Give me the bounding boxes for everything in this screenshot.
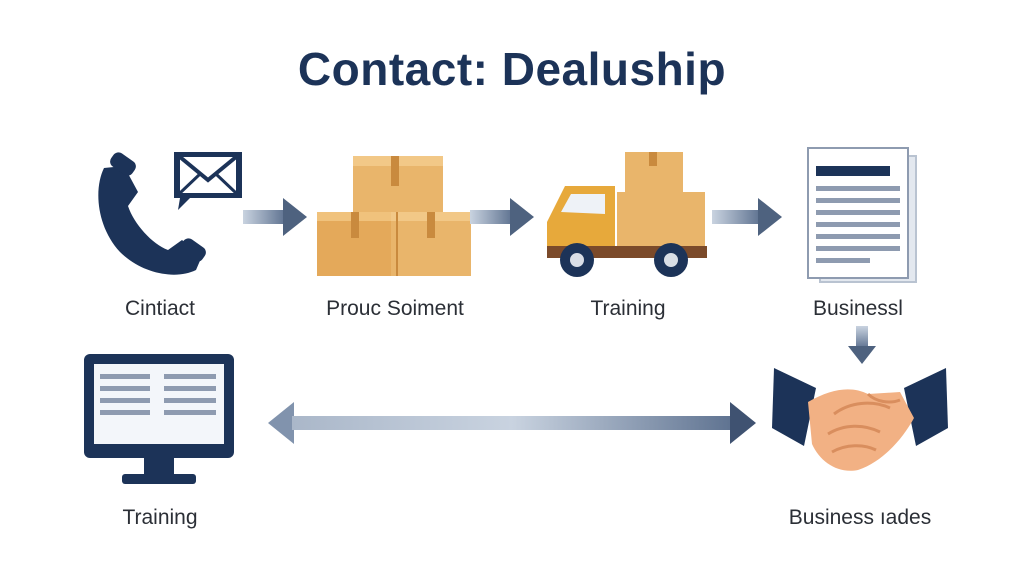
computer-node <box>82 350 236 490</box>
boxes-icon <box>317 156 471 276</box>
document-icon <box>807 147 917 283</box>
diagram-title: Contact: Dealuship <box>297 43 727 95</box>
flow-arrow-down <box>846 326 878 366</box>
business-label: Businessl <box>813 297 903 320</box>
flow-arrow <box>712 196 784 238</box>
bidirectional-arrow <box>268 400 758 446</box>
truck-node <box>543 150 713 280</box>
contact-label: Cintiact <box>124 297 196 320</box>
phone-icon <box>98 152 206 275</box>
shipment-label: Prouc Soiment <box>326 297 464 320</box>
truck-icon <box>547 152 707 277</box>
handshake-icon <box>772 368 948 471</box>
boxes-node <box>315 150 475 280</box>
business-trades-label: Business ıades <box>788 506 932 529</box>
handshake-node <box>772 358 948 478</box>
training-computer-label: Training <box>122 506 198 529</box>
flow-arrow <box>470 196 536 238</box>
training-truck-label: Training <box>590 297 666 320</box>
mail-icon <box>174 152 242 210</box>
flow-arrow <box>243 196 309 238</box>
document-node <box>800 146 930 286</box>
phone-mail-node <box>90 148 250 278</box>
monitor-icon <box>84 354 234 484</box>
